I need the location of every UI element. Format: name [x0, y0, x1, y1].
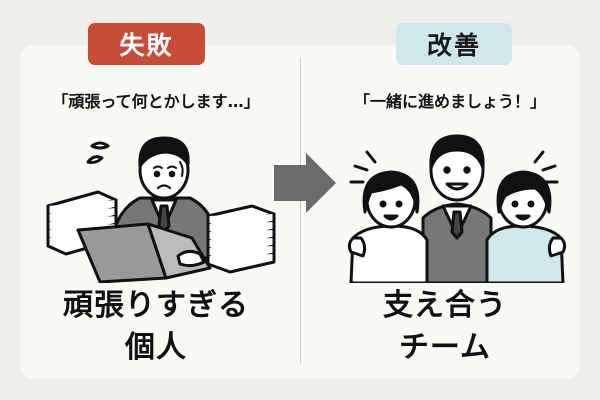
sparkle-left-icon — [349, 150, 377, 184]
right-caption-line1: 支え合う — [383, 288, 507, 323]
arrow-right-icon — [274, 153, 336, 213]
fail-badge: 失敗 — [88, 23, 205, 65]
left-quote: 「頑張って何とかします…」 — [52, 92, 260, 111]
right-caption: 支え合う チーム — [320, 285, 570, 369]
supportive-team-illustration — [347, 134, 567, 283]
panel-divider — [300, 58, 301, 364]
overworked-businessman-illustration — [46, 136, 276, 283]
improve-badge: 改善 — [396, 23, 512, 65]
left-caption-line2: 個人 — [125, 330, 187, 365]
right-caption-line2: チーム — [398, 330, 492, 365]
left-caption-line1: 頑張りすぎる — [63, 288, 249, 323]
left-caption: 頑張りすぎる 個人 — [36, 285, 276, 369]
right-quote: 「一緒に進めましょう！」 — [353, 92, 546, 111]
sweat-drop-icon — [90, 141, 110, 150]
sparkle-right-icon — [533, 150, 559, 184]
